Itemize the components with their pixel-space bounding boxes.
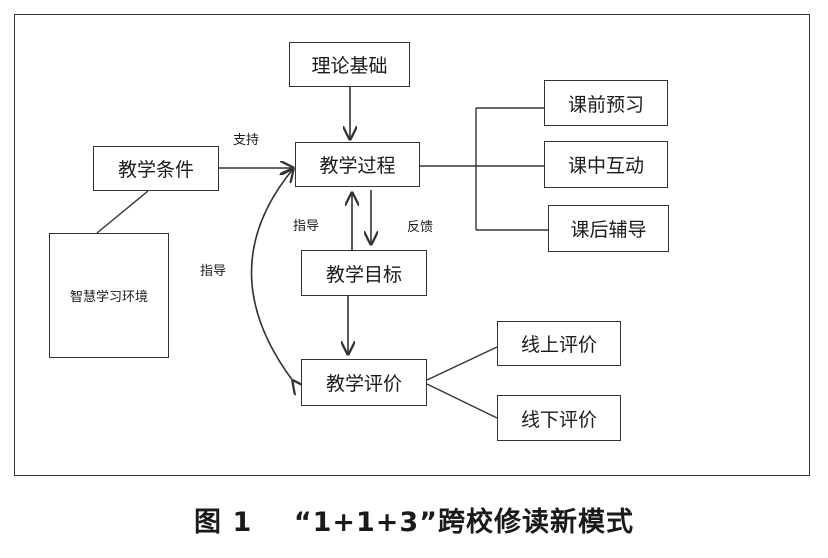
label-feedback: 反馈: [407, 220, 434, 235]
node-online: 线上评价: [497, 321, 621, 366]
figure-number: 图 1: [194, 507, 253, 538]
node-pre-class: 课前预习: [544, 80, 668, 126]
label-support: 支持: [233, 133, 260, 148]
label-guide-goal: 指导: [293, 219, 320, 234]
node-theory: 理论基础: [289, 42, 410, 87]
figure-caption: 图 1 “1+1+3”跨校修读新模式: [0, 500, 828, 539]
figure-title: “1+1+3”跨校修读新模式: [293, 507, 634, 538]
link-conditions-environment: [96, 190, 149, 234]
node-in-class: 课中互动: [544, 141, 668, 188]
curve-evaluation-process: [250, 169, 294, 381]
node-goal: 教学目标: [301, 250, 427, 296]
node-process: 教学过程: [295, 142, 420, 187]
link-eval-online: [426, 346, 498, 381]
node-offline: 线下评价: [497, 395, 621, 441]
link-eval-offline: [426, 383, 498, 419]
node-evaluation: 教学评价: [301, 359, 427, 406]
node-conditions: 教学条件: [93, 146, 219, 191]
node-after-class: 课后辅导: [548, 205, 669, 252]
node-environment: 智慧学习环境: [49, 233, 169, 358]
diagram-frame: [14, 14, 810, 476]
label-guide-eval: 指导: [200, 264, 227, 279]
